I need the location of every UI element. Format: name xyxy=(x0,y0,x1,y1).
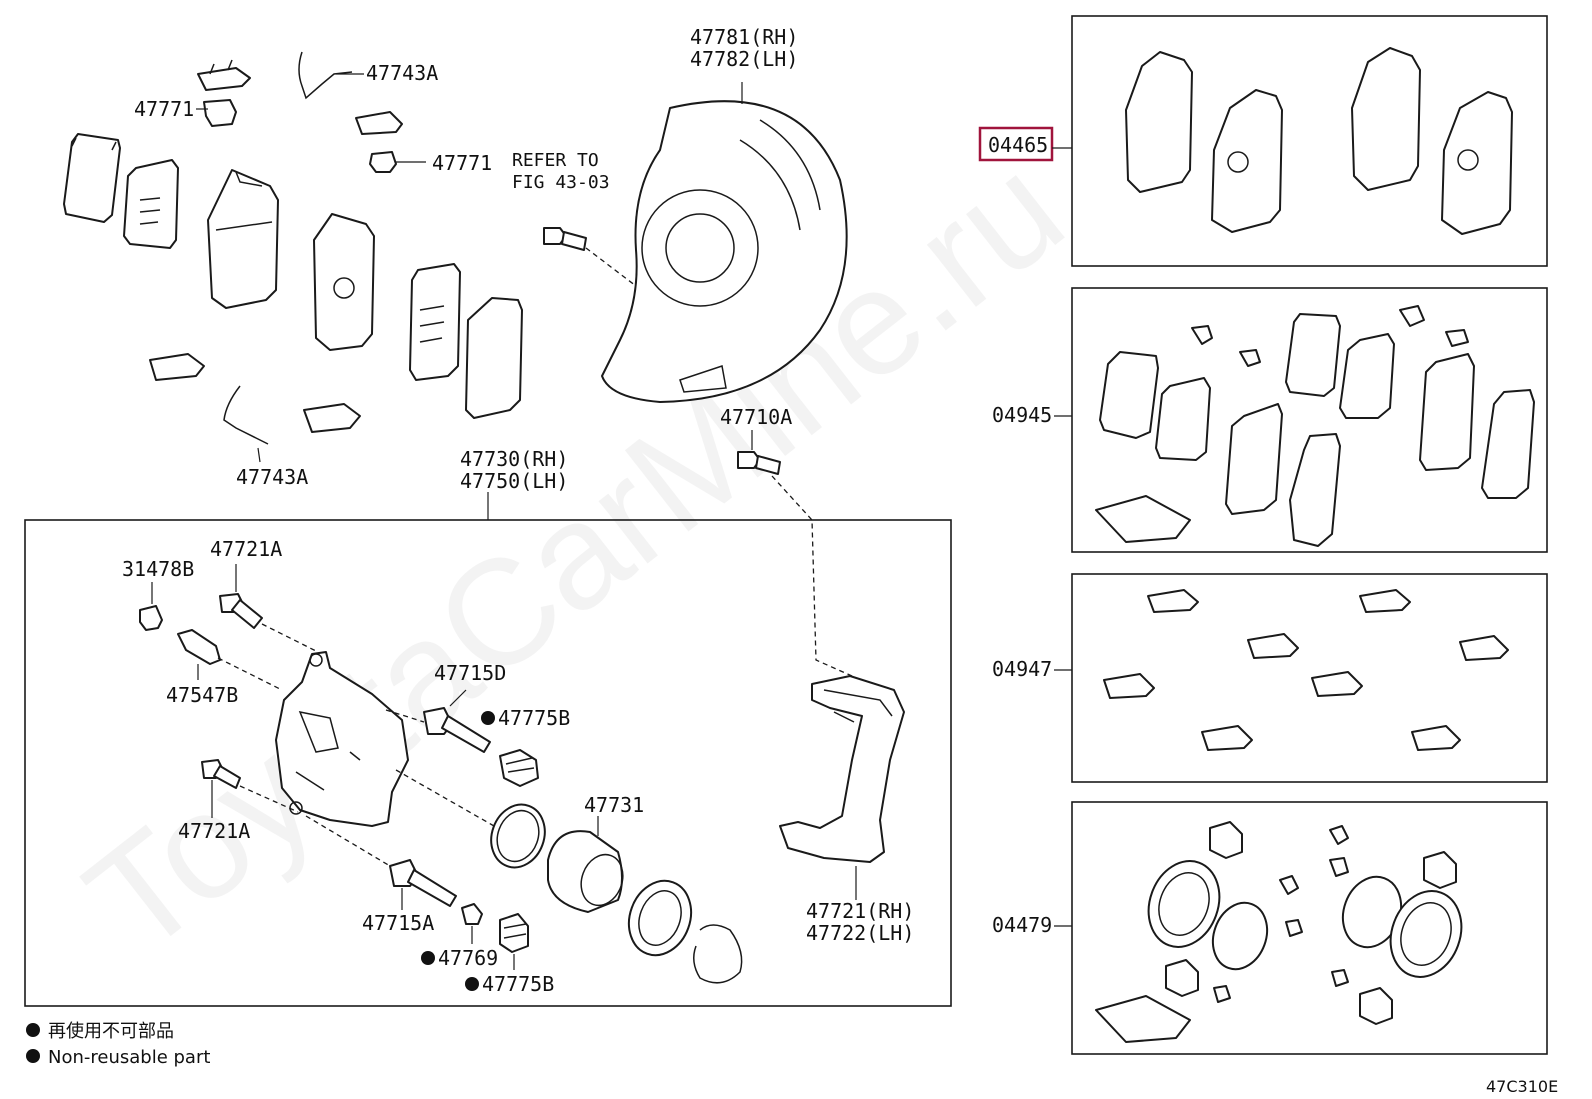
kit-code-04479[interactable]: 04479 xyxy=(992,913,1052,937)
label-47743A-bottom: 47743A xyxy=(236,465,308,489)
anti-rattle-spring-bottom xyxy=(223,385,269,445)
label-47715D: 47715D xyxy=(434,661,506,685)
non-reusable-marker-47775B-top xyxy=(481,711,495,725)
label-47721A-bottom: 47721A xyxy=(178,819,250,843)
legend-bullet-jp xyxy=(26,1023,40,1037)
kit-04947-box xyxy=(1071,573,1548,783)
kit-04465-pad-b xyxy=(1211,89,1283,233)
figure-code: 47C310E xyxy=(1486,1077,1558,1096)
bleeder-cap-31478B xyxy=(139,605,163,631)
label-refer-line1: REFER TO xyxy=(512,150,599,171)
non-reusable-marker-47775B-bottom xyxy=(465,977,479,991)
legend-english: Non-reusable part xyxy=(48,1047,210,1068)
kit-04465-pad-a xyxy=(1125,51,1193,193)
anti-rattle-spring-top xyxy=(298,51,353,100)
boot-47775B-top xyxy=(499,749,539,787)
label-refer-line2: FIG 43-03 xyxy=(512,172,610,193)
kit-04947-clips xyxy=(1103,589,1509,751)
kit-04945-shims xyxy=(1095,305,1535,547)
pad-clip-bottom-right xyxy=(303,403,361,433)
legend-bullet-en xyxy=(26,1049,40,1063)
kit-04479-seals xyxy=(1095,821,1463,1043)
piston-seal xyxy=(490,803,546,869)
label-47715A: 47715A xyxy=(362,911,434,935)
guide-pin-47715D xyxy=(423,707,491,753)
label-47722: 47722(LH) xyxy=(806,921,914,945)
label-47731: 47731 xyxy=(584,793,644,817)
label-31478B: 31478B xyxy=(122,557,194,581)
boot-47775B-bottom xyxy=(499,913,529,953)
label-47775B-top: 47775B xyxy=(498,706,570,730)
label-47743A-top: 47743A xyxy=(366,61,438,85)
label-47721: 47721(RH) xyxy=(806,899,914,923)
caliper-mounting-bracket xyxy=(779,675,905,863)
piston-dust-boot xyxy=(627,879,693,957)
shim-outer-left xyxy=(409,263,461,381)
piston-47731 xyxy=(547,830,624,913)
bolt-47721A-top xyxy=(219,593,263,629)
bolt-47721A-bottom xyxy=(201,759,241,789)
anti-squeal-clip-47771-a xyxy=(203,99,237,127)
bleeder-plug-47547B xyxy=(177,629,221,665)
bushing-47769 xyxy=(461,903,483,925)
label-47771-a: 47771 xyxy=(134,97,194,121)
kit-04479-box xyxy=(1071,801,1548,1055)
label-47781: 47781(RH) xyxy=(690,25,798,49)
brake-pad-right xyxy=(313,213,375,351)
disc-dust-shield xyxy=(601,100,848,403)
legend-japanese: 再使用不可部品 xyxy=(48,1021,174,1042)
boot-retaining-ring xyxy=(693,924,743,984)
non-reusable-marker-47769 xyxy=(421,951,435,965)
kit-04945-box xyxy=(1071,287,1548,553)
pad-wear-indicator-clip-top xyxy=(197,59,251,91)
label-47775B-bottom: 47775B xyxy=(482,972,554,996)
mounting-bolt-47710A xyxy=(737,451,781,475)
anti-squeal-clip-47771-b xyxy=(369,151,397,173)
label-47547B: 47547B xyxy=(166,683,238,707)
shim-outer-right xyxy=(465,297,523,419)
label-47730: 47730(RH) xyxy=(460,447,568,471)
label-47769: 47769 xyxy=(438,946,498,970)
label-47750: 47750(LH) xyxy=(460,469,568,493)
kit-code-04947[interactable]: 04947 xyxy=(992,657,1052,681)
kit-04465-box xyxy=(1071,15,1548,267)
guide-pin-47715A xyxy=(389,859,457,907)
shim-inner-left xyxy=(63,133,121,223)
shield-bolt xyxy=(543,227,587,251)
label-47721A-top: 47721A xyxy=(210,537,282,561)
kit-04465-highlight xyxy=(978,126,1054,162)
label-47782: 47782(LH) xyxy=(690,47,798,71)
kit-code-04465[interactable]: 04465 xyxy=(988,133,1048,157)
caliper-body xyxy=(275,651,409,827)
shim-inner-right xyxy=(123,159,179,249)
label-47710A: 47710A xyxy=(720,405,792,429)
kit-code-04945[interactable]: 04945 xyxy=(992,403,1052,427)
brake-pad-left xyxy=(207,169,279,309)
kit-04465-pad-c xyxy=(1351,47,1421,191)
label-47771-b: 47771 xyxy=(432,151,492,175)
kit-04465-pad-d xyxy=(1441,91,1513,235)
pad-clip-top-right xyxy=(355,111,403,135)
pad-clip-bottom-left xyxy=(149,353,205,381)
